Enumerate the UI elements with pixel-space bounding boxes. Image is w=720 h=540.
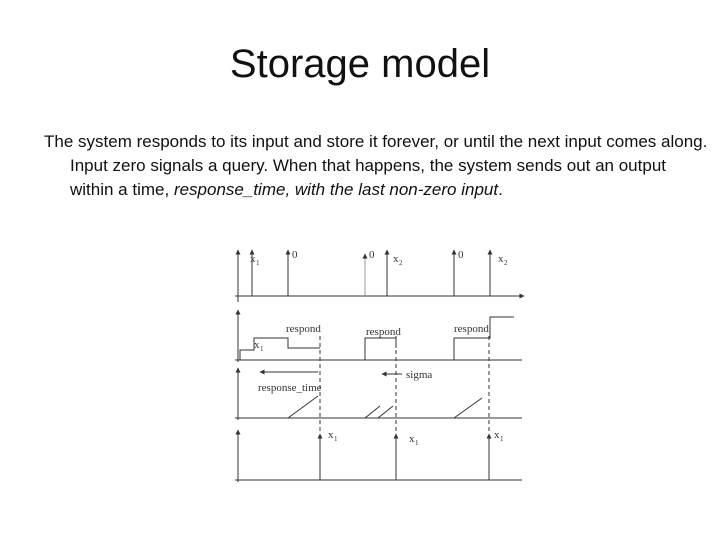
input-row <box>235 249 525 302</box>
body-text-mid: , with the last non-zero <box>285 180 462 199</box>
body-text-response-time: response_time <box>173 180 286 199</box>
state-signal-respond-3 <box>453 316 514 360</box>
sigma-ramp-3 <box>377 405 394 419</box>
label-output-x1-a-sub: 1 <box>334 435 338 443</box>
diagram-labels: x 1 0 0 x 2 0 x 2 respond respond respon… <box>250 249 508 447</box>
label-respond-3: respond <box>454 323 489 335</box>
time-markers <box>319 336 490 480</box>
body-text-period: . <box>498 180 503 199</box>
storage-timing-diagram: x 1 0 0 x 2 0 x 2 respond respond respon… <box>235 249 525 482</box>
sigma-row <box>235 367 522 420</box>
label-input-x2-b: x <box>498 253 504 265</box>
label-state-x1: x <box>254 339 260 351</box>
label-input-x1: x <box>250 253 256 265</box>
label-state-x1-sub: 1 <box>260 345 264 353</box>
sigma-ramp-1 <box>287 395 319 419</box>
label-output-x1-b: x <box>409 433 415 445</box>
body-text-plain: The system responds to its input and sto… <box>44 132 708 199</box>
state-signal <box>239 337 320 360</box>
state-signal-respond-2 <box>364 337 397 360</box>
label-input-x2-b-sub: 2 <box>504 259 508 267</box>
body-text-input: input <box>461 180 499 199</box>
label-input-zero-b: 0 <box>369 249 375 261</box>
label-output-x1-c-sub: 1 <box>500 435 504 443</box>
label-input-zero-a: 0 <box>292 249 298 261</box>
sigma-ramp-4 <box>453 397 483 419</box>
label-sigma: sigma <box>406 369 432 381</box>
label-input-x2-a: x <box>393 253 399 265</box>
label-output-x1-c: x <box>494 429 500 441</box>
output-row <box>235 429 522 482</box>
label-output-x1-a: x <box>328 429 334 441</box>
label-respond-2: respond <box>366 326 401 338</box>
slide-title: Storage model <box>229 42 491 86</box>
state-row <box>235 309 522 362</box>
sigma-ramp-2 <box>364 405 381 419</box>
label-output-x1-b-sub: 1 <box>415 439 419 447</box>
label-input-zero-c: 0 <box>458 249 464 261</box>
body-text: The system responds to its input and sto… <box>44 130 710 202</box>
label-input-x2-a-sub: 2 <box>399 259 403 267</box>
label-response-time: response_time <box>258 382 322 394</box>
label-respond-1: respond <box>286 323 321 335</box>
label-input-x1-sub: 1 <box>256 259 260 267</box>
